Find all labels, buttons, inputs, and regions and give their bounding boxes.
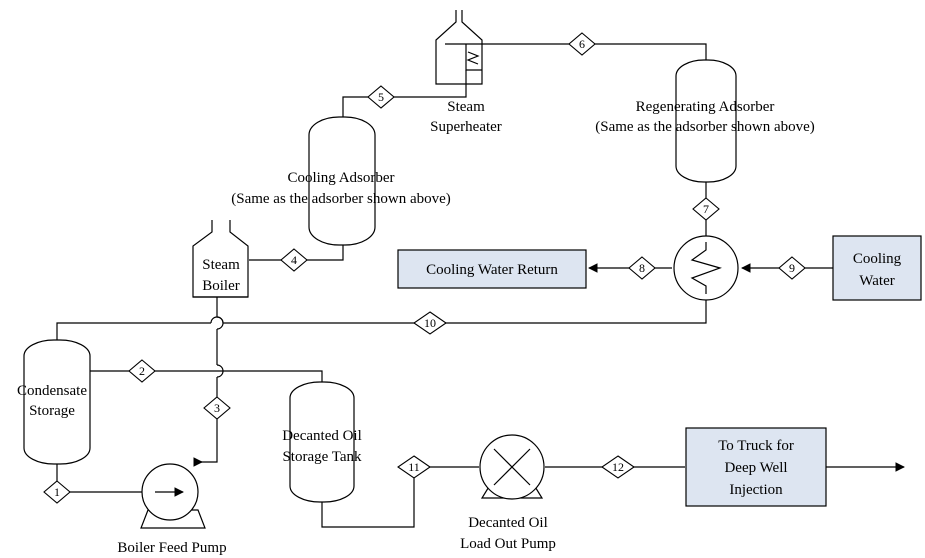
stream-8-marker: 8 [628, 256, 656, 280]
heat-exchanger-coil [690, 242, 722, 294]
stream-7-marker: 7 [692, 197, 720, 221]
decanted-oil-storage-label-line1: Decanted Oil [282, 428, 362, 444]
cooling-adsorber-label-line1: Cooling Adsorber [287, 170, 394, 186]
truck-label-line2: Deep Well [724, 460, 787, 476]
svg-text:8: 8 [639, 261, 645, 275]
steam-boiler-label-line1: Steam [202, 257, 240, 273]
truck-box: To Truck for Deep Well Injection [685, 427, 827, 507]
steam-boiler-label-line2: Boiler [202, 278, 240, 294]
pipe-10 [223, 294, 707, 324]
cooling-adsorber-label-line2: (Same as the adsorber shown above) [231, 191, 451, 207]
pipe-10-end [56, 322, 211, 342]
steam-superheater-label-line2: Superheater [430, 119, 502, 135]
stream-6-marker: 6 [568, 32, 596, 56]
regenerating-adsorber-label-line2: (Same as the adsorber shown above) [595, 119, 815, 135]
pipe-10-hop [210, 316, 224, 324]
svg-text:12: 12 [612, 460, 624, 474]
regenerating-adsorber [675, 59, 737, 183]
load-out-pump [479, 434, 545, 500]
stream-markers: 1 2 3 4 5 6 7 8 9 10 11 12 [43, 32, 806, 504]
heat-exchanger [673, 235, 739, 301]
load-out-pump-label-line1: Decanted Oil [468, 515, 548, 531]
pipe-3-c [195, 377, 218, 463]
heat-exchanger-shell [673, 235, 739, 301]
superheater-zigzag [466, 51, 480, 65]
svg-text:11: 11 [408, 460, 420, 474]
cooling-water-return-box: Cooling Water Return [397, 249, 587, 289]
svg-text:2: 2 [139, 364, 145, 378]
condensate-storage [23, 339, 91, 465]
svg-text:3: 3 [214, 401, 220, 415]
stream-5-marker: 5 [367, 85, 395, 109]
stream-4-marker: 4 [280, 248, 308, 272]
svg-text:5: 5 [378, 90, 384, 104]
boiler-feed-pump [140, 463, 206, 529]
stream-9-marker: 9 [778, 256, 806, 280]
svg-text:6: 6 [579, 37, 585, 51]
cooling-water-label-line2: Water [859, 273, 894, 289]
svg-text:4: 4 [291, 253, 297, 267]
load-out-pump-x2 [493, 448, 531, 486]
stream-2-marker: 2 [128, 359, 156, 383]
stream-12-marker: 12 [601, 455, 635, 479]
svg-text:9: 9 [789, 261, 795, 275]
pipe-6 [482, 43, 707, 65]
truck-label-line3: Injection [729, 482, 783, 498]
superheater-coil-bottom [465, 44, 482, 71]
condensate-storage-label-line2: Storage [29, 403, 75, 419]
cooling-water-box: Cooling Water [832, 235, 922, 301]
load-out-pump-label-line2: Load Out Pump [460, 536, 556, 552]
decanted-oil-storage-label-line2: Storage Tank [282, 449, 362, 465]
stream-1-marker: 1 [43, 480, 71, 504]
condensate-storage-label-line1: Condensate [17, 383, 87, 399]
stream-10-marker: 10 [413, 311, 447, 335]
cooling-water-label-line1: Cooling [853, 251, 902, 267]
steam-superheater [435, 10, 483, 85]
truck-label-line1: To Truck for [718, 438, 794, 454]
cooling-water-return-label: Cooling Water Return [426, 262, 558, 278]
stream-3-marker: 3 [203, 396, 231, 420]
superheater-body [435, 10, 483, 85]
boiler-feed-pump-label: Boiler Feed Pump [117, 540, 226, 556]
svg-text:10: 10 [424, 316, 436, 330]
pipe-2 [90, 370, 323, 385]
svg-text:7: 7 [703, 202, 709, 216]
steam-superheater-label-line1: Steam [447, 99, 485, 115]
pipe-3-hop1 [216, 316, 224, 330]
cooling-adsorber [308, 116, 376, 246]
decanted-oil-storage-tank [289, 381, 355, 503]
stream-11-marker: 11 [397, 455, 431, 479]
svg-text:1: 1 [54, 485, 60, 499]
pipe-11 [321, 466, 479, 528]
regenerating-adsorber-label-line1: Regenerating Adsorber [636, 99, 775, 115]
